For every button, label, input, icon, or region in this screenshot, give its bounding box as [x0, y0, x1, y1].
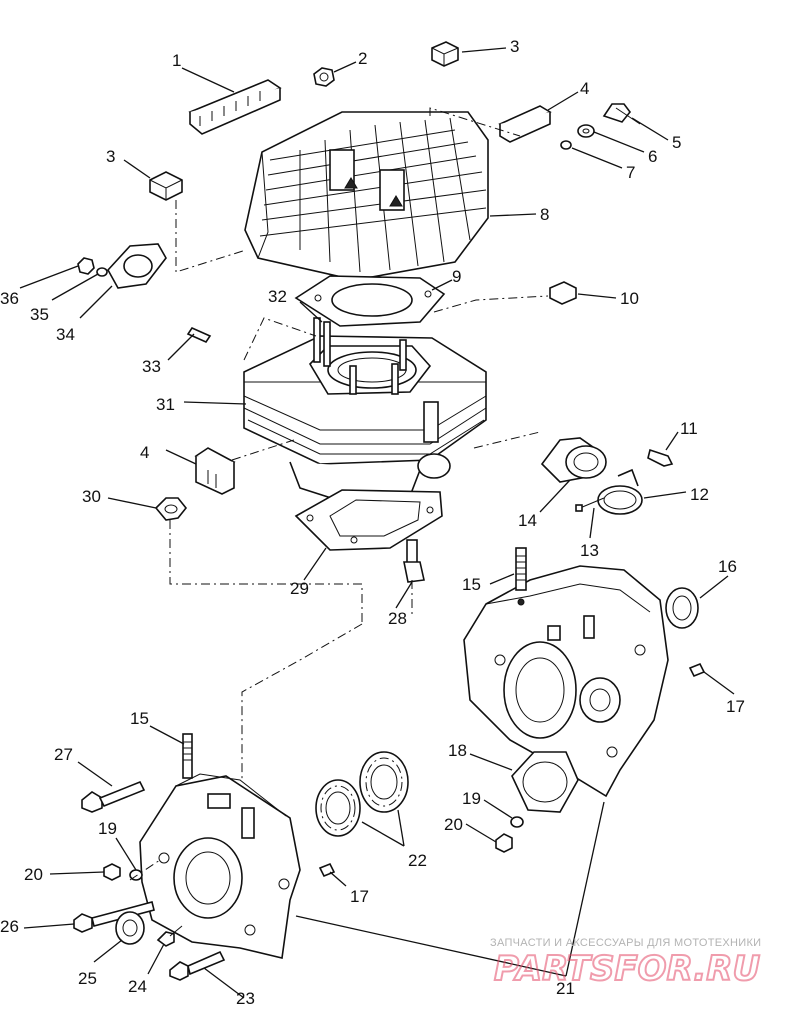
callout-6: 6	[648, 147, 657, 166]
callout-7: 7	[626, 163, 635, 182]
leader-lines	[19, 47, 735, 999]
callout-15-upper: 15	[462, 575, 481, 594]
callout-26: 26	[0, 917, 19, 936]
part-19-washer-right	[510, 816, 524, 828]
part-11-screw	[647, 448, 674, 467]
part-22-bearing-left	[315, 779, 361, 837]
callout-3-left: 3	[106, 147, 115, 166]
part-3-cushion-top	[431, 41, 459, 67]
cylinder	[243, 317, 487, 505]
part-2-nut	[313, 67, 335, 87]
part-14-intake-flange	[540, 437, 607, 483]
callout-18: 18	[448, 741, 467, 760]
callout-30: 30	[82, 487, 101, 506]
part-24-screw	[156, 925, 183, 947]
part-15-stud-upper	[515, 547, 527, 606]
callout-1: 1	[172, 51, 181, 70]
part-15-stud-lower	[182, 733, 193, 779]
part-23-bolt	[169, 950, 226, 981]
callout-17-lower: 17	[350, 887, 369, 906]
callout-4-top: 4	[580, 79, 589, 98]
part-22-bearing-right	[359, 751, 409, 813]
callout-19-left: 19	[98, 819, 117, 838]
callout-24: 24	[128, 977, 147, 996]
callout-21: 21	[556, 979, 575, 998]
part-16-oil-seal	[665, 587, 699, 629]
crankcase-left-half	[139, 773, 301, 959]
callout-9: 9	[452, 267, 461, 286]
part-12-clamp	[597, 468, 643, 515]
callout-14: 14	[518, 511, 537, 530]
part-3-cushion-left	[149, 171, 183, 201]
callout-31: 31	[156, 395, 175, 414]
part-28-sensor	[403, 539, 425, 583]
part-9-head-gasket	[294, 275, 446, 327]
callout-12: 12	[690, 485, 709, 504]
watermark-logo: PARTSFOR.RU	[494, 949, 760, 989]
part-17-pin-upper	[688, 662, 706, 678]
part-20-bolt-right	[495, 833, 513, 853]
watermark: ЗАПЧАСТИ И АКСЕССУАРЫ ДЛЯ МОТОТЕХНИКИ PA…	[490, 937, 761, 990]
callout-labels: 1 2 3 3 4 4 5 6 7 8 9 10 11 12 13 14 15 …	[0, 37, 745, 1008]
callout-4-mid: 4	[140, 443, 149, 462]
callout-32: 32	[268, 287, 287, 306]
part-34-flange-gasket	[107, 243, 167, 289]
part-18-cover-gasket	[511, 751, 579, 813]
callout-3-top: 3	[510, 37, 519, 56]
part-29-base-gasket	[294, 489, 443, 551]
part-7-washer	[560, 140, 572, 150]
callout-10: 10	[620, 289, 639, 308]
callout-36: 36	[0, 289, 19, 308]
callout-20-right: 20	[444, 815, 463, 834]
callout-34: 34	[56, 325, 75, 344]
callout-35: 35	[30, 305, 49, 324]
part-13-screw	[575, 497, 605, 512]
callout-23: 23	[236, 989, 255, 1008]
alignment-center-lines	[129, 107, 549, 881]
callout-17-upper: 17	[726, 697, 745, 716]
callout-25: 25	[78, 969, 97, 988]
part-10-cushion	[549, 281, 577, 305]
callout-8: 8	[540, 205, 549, 224]
crankcase-right-half	[463, 565, 669, 798]
callout-5: 5	[672, 133, 681, 152]
callout-11: 11	[680, 419, 698, 438]
part-5-bolt	[602, 103, 641, 125]
part-35-washer	[96, 267, 108, 277]
part-4-bar-mid	[194, 447, 236, 495]
callout-28: 28	[388, 609, 407, 628]
callout-20-left: 20	[24, 865, 43, 884]
part-36-nut	[77, 257, 95, 275]
callout-2: 2	[358, 49, 367, 68]
callout-22: 22	[408, 851, 427, 870]
callout-15-lower: 15	[130, 709, 149, 728]
callout-33: 33	[142, 357, 161, 376]
part-30-cap	[154, 497, 188, 521]
callout-13: 13	[580, 541, 599, 560]
part-20-bolt-left	[103, 863, 121, 881]
cylinder-head	[244, 111, 489, 281]
callout-19-right: 19	[462, 789, 481, 808]
callout-27: 27	[54, 745, 73, 764]
part-1-rubber-bar	[188, 79, 282, 135]
part-4-bar-top	[498, 105, 552, 143]
part-6-washer	[577, 124, 595, 138]
part-25-oil-seal	[115, 911, 145, 945]
part-27-bolt	[81, 780, 146, 813]
callout-29: 29	[290, 579, 309, 598]
part-33-pin	[186, 326, 212, 344]
watermark-tagline: ЗАПЧАСТИ И АКСЕССУАРЫ ДЛЯ МОТОТЕХНИКИ	[490, 937, 761, 949]
callout-16: 16	[718, 557, 737, 576]
